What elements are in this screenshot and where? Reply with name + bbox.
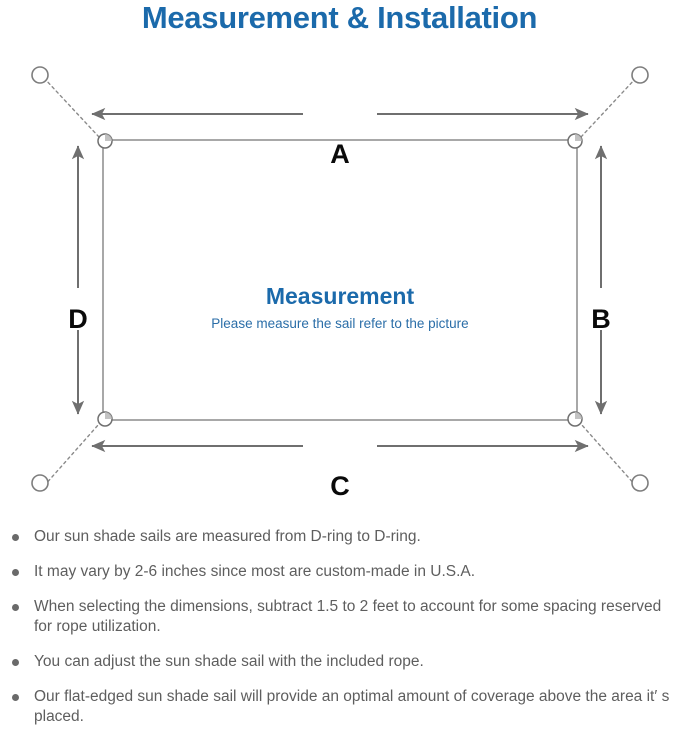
bullet-icon <box>12 569 19 576</box>
corner-d-ring-wedges <box>105 134 582 419</box>
rope-line-bottom-left <box>43 423 100 487</box>
anchor-ring-bottom-right <box>631 474 649 492</box>
note-text: When selecting the dimensions, subtract … <box>34 598 662 635</box>
rope-line-top-right <box>580 77 637 138</box>
list-item: You can adjust the sun shade sail with t… <box>0 652 679 672</box>
dimension-label-b: B <box>591 304 611 334</box>
bullet-icon <box>12 659 19 666</box>
list-item: It may vary by 2-6 inches since most are… <box>0 562 679 582</box>
note-text: You can adjust the sun shade sail with t… <box>34 653 424 670</box>
page-title: Measurement & Installation <box>141 0 538 35</box>
note-text: It may vary by 2-6 inches since most are… <box>34 563 476 580</box>
list-item: Our flat-edged sun shade sail will provi… <box>0 687 679 727</box>
dimension-label-a: A <box>330 139 350 169</box>
bullet-icon <box>12 694 19 701</box>
anchor-rings <box>31 66 649 492</box>
rope-line-top-left <box>43 77 100 138</box>
dimension-label-d: D <box>68 304 88 334</box>
anchor-ring-top-left <box>31 66 49 84</box>
measurement-diagram: Measurement Please measure the sail refe… <box>0 42 679 522</box>
list-item: Our sun shade sails are measured from D-… <box>0 527 679 547</box>
bullet-icon <box>12 604 19 611</box>
notes-list: Our sun shade sails are measured from D-… <box>0 527 679 742</box>
anchor-ring-bottom-left <box>31 474 49 492</box>
list-item: When selecting the dimensions, subtract … <box>0 597 679 637</box>
anchor-ring-top-right <box>631 66 649 84</box>
rope-lines <box>43 77 637 487</box>
note-text: Our flat-edged sun shade sail will provi… <box>34 688 670 725</box>
note-text: Our sun shade sails are measured from D-… <box>34 528 421 545</box>
rope-line-bottom-right <box>580 423 637 487</box>
bullet-icon <box>12 534 19 541</box>
dimension-label-c: C <box>330 471 350 501</box>
sail-body <box>102 139 578 421</box>
